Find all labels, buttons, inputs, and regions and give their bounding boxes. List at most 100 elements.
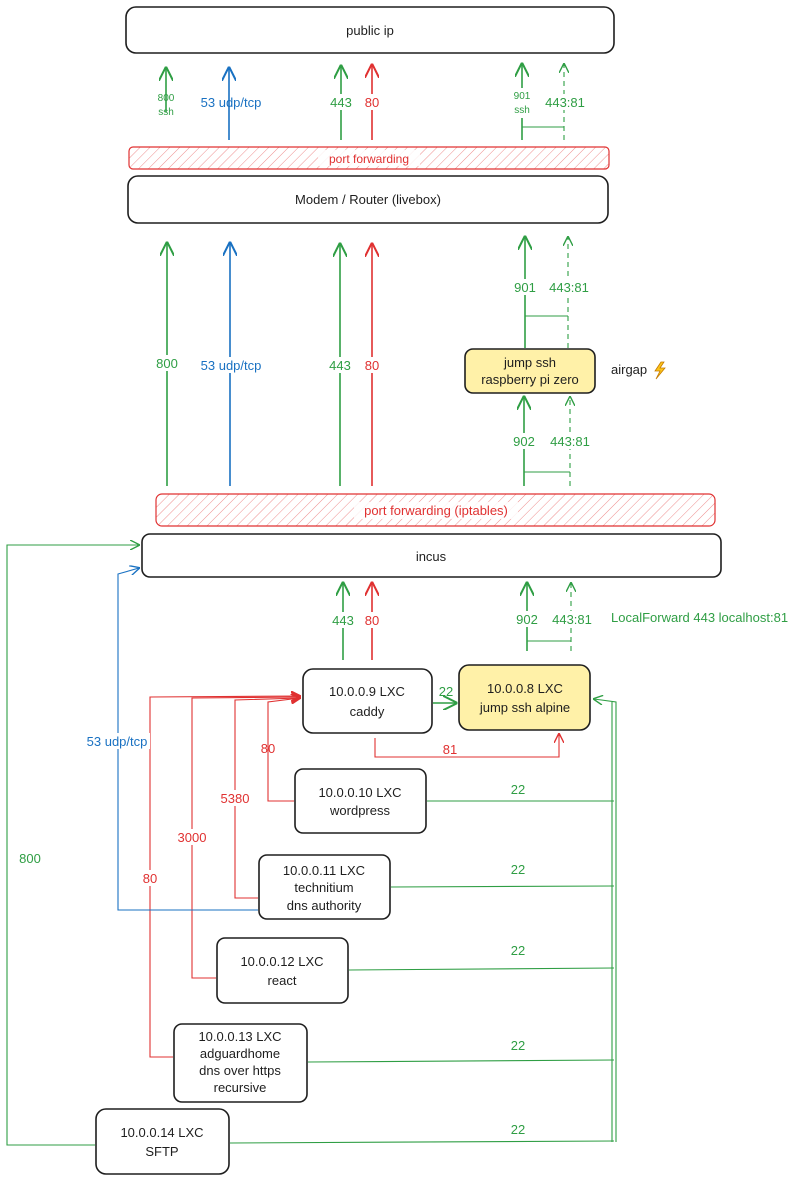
svg-text:10.0.0.14 LXC: 10.0.0.14 LXC (120, 1125, 203, 1140)
arrow-80-incus: 80 (362, 583, 382, 660)
arrow-443-top: 443 (328, 66, 354, 140)
svg-text:22: 22 (511, 782, 525, 797)
arrow-902-incus: 902 (513, 583, 541, 651)
arrow-800-top: 800 ssh (158, 68, 175, 118)
svg-text:dns authority: dns authority (287, 898, 362, 913)
port-forwarding-top-bar: port forwarding (128, 146, 610, 170)
svg-text:443: 443 (330, 95, 352, 110)
arrow-901-top: 901 ssh (508, 64, 536, 140)
svg-text:81: 81 (443, 742, 457, 757)
svg-text:80: 80 (261, 741, 275, 756)
arrow-800-mid: 800 (153, 243, 181, 486)
svg-text:caddy: caddy (350, 704, 385, 719)
arrow-53-mid: 53 udp/tcp (198, 243, 264, 486)
arrow-443-81-low: 443:81 (524, 397, 593, 486)
svg-text:port forwarding (iptables): port forwarding (iptables) (364, 503, 508, 518)
modem-router-box: Modem / Router (livebox) (127, 175, 609, 224)
svg-text:443:81: 443:81 (552, 612, 592, 627)
svg-text:10.0.0.9 LXC: 10.0.0.9 LXC (329, 684, 405, 699)
arrow-80-top: 80 (362, 65, 382, 140)
svg-text:raspberry pi zero: raspberry pi zero (481, 372, 579, 387)
route-caddy-adguard-80: 80 (138, 696, 300, 1058)
svg-text:react: react (268, 973, 297, 988)
svg-text:technitium: technitium (294, 880, 353, 895)
route-caddy-wordpress-80: 80 (261, 698, 300, 802)
svg-text:10.0.0.11 LXC: 10.0.0.11 LXC (283, 863, 365, 878)
lightning-bolt-icon (654, 361, 666, 380)
svg-text:53 udp/tcp: 53 udp/tcp (201, 358, 262, 373)
route-caddy-react-3000: 3000 (174, 697, 300, 979)
svg-text:22: 22 (511, 1122, 525, 1137)
svg-text:ssh: ssh (158, 107, 174, 118)
ssh-route-technitium: 22 (390, 862, 615, 888)
arrow-53-top: 53 udp/tcp (201, 68, 262, 140)
caddy-box: 10.0.0.9 LXC caddy (302, 668, 433, 734)
svg-text:recursive: recursive (214, 1080, 267, 1095)
svg-text:22: 22 (511, 862, 525, 877)
sftp-box: 10.0.0.14 LXC SFTP (95, 1108, 230, 1175)
airgap-label: airgap (611, 362, 647, 377)
incus-label: incus (416, 549, 447, 564)
incus-box: incus (141, 533, 722, 578)
svg-text:443:81: 443:81 (549, 280, 589, 295)
svg-text:53 udp/tcp: 53 udp/tcp (201, 95, 262, 110)
svg-text:800: 800 (19, 851, 41, 866)
svg-text:902: 902 (516, 612, 538, 627)
public-ip-box: public ip (125, 6, 615, 54)
arrow-443-81-mid: 443:81 (525, 237, 592, 348)
svg-text:ssh: ssh (514, 105, 530, 116)
svg-text:443: 443 (329, 358, 351, 373)
port-forwarding-iptables-bar: port forwarding (iptables) (155, 493, 716, 527)
svg-text:jump ssh alpine: jump ssh alpine (479, 700, 570, 715)
ssh-route-adguard: 22 (307, 1038, 615, 1063)
svg-text:3000: 3000 (178, 830, 207, 845)
react-box: 10.0.0.12 LXC react (216, 937, 349, 1004)
svg-text:jump ssh: jump ssh (503, 355, 556, 370)
ssh-route-sftp: 22 (229, 1122, 615, 1144)
svg-text:adguardhome: adguardhome (200, 1046, 280, 1061)
svg-text:10.0.0.13 LXC: 10.0.0.13 LXC (198, 1029, 281, 1044)
arrow-443-mid: 443 (326, 244, 354, 486)
svg-text:22: 22 (439, 684, 453, 699)
technitium-box: 10.0.0.11 LXC technitium dns authority (258, 854, 391, 920)
wordpress-box: 10.0.0.10 LXC wordpress (294, 768, 427, 834)
arrow-caddy-alpine-22: 22 (433, 684, 456, 703)
svg-text:10.0.0.12 LXC: 10.0.0.12 LXC (240, 954, 323, 969)
svg-text:80: 80 (365, 95, 379, 110)
svg-text:443:81: 443:81 (550, 434, 590, 449)
svg-text:10.0.0.8 LXC: 10.0.0.8 LXC (487, 681, 563, 696)
svg-text:800: 800 (156, 356, 178, 371)
route-caddy-technitium-5380: 5380 (217, 698, 300, 899)
svg-text:80: 80 (143, 871, 157, 886)
svg-text:443: 443 (332, 613, 354, 628)
arrow-443-81-incus: 443:81 (527, 583, 594, 651)
svg-text:22: 22 (511, 943, 525, 958)
arrow-902-low: 902 (510, 397, 538, 486)
svg-text:902: 902 (513, 434, 535, 449)
jump-pi-box: jump ssh raspberry pi zero (464, 348, 596, 394)
svg-text:5380: 5380 (221, 791, 250, 806)
jump-alpine-box: 10.0.0.8 LXC jump ssh alpine (458, 664, 591, 731)
arrow-caddy-alpine-81: 81 (374, 734, 559, 758)
svg-text:22: 22 (511, 1038, 525, 1053)
route-technitium-incus-53: 53 udp/tcp (84, 568, 258, 911)
svg-text:80: 80 (365, 613, 379, 628)
public-ip-label: public ip (346, 23, 394, 38)
svg-text:SFTP: SFTP (145, 1144, 178, 1159)
arrow-443-incus: 443 (329, 583, 357, 660)
arrow-901-mid: 901 (511, 237, 539, 348)
svg-text:wordpress: wordpress (329, 803, 390, 818)
svg-text:dns over https: dns over https (199, 1063, 281, 1078)
ssh-route-react: 22 (348, 943, 615, 971)
airgap-label-group: airgap (611, 361, 666, 380)
modem-router-label: Modem / Router (livebox) (295, 192, 441, 207)
arrow-443-81-top: 443:81 (522, 64, 588, 140)
arrow-80-mid: 80 (362, 244, 382, 486)
svg-text:800: 800 (158, 93, 175, 104)
ssh-route-wordpress: 22 (427, 782, 614, 802)
svg-text:901: 901 (514, 280, 536, 295)
svg-text:53 udp/tcp: 53 udp/tcp (87, 734, 148, 749)
svg-text:port forwarding: port forwarding (329, 152, 409, 166)
local-forward-label: LocalForward 443 localhost:81 (611, 610, 788, 625)
